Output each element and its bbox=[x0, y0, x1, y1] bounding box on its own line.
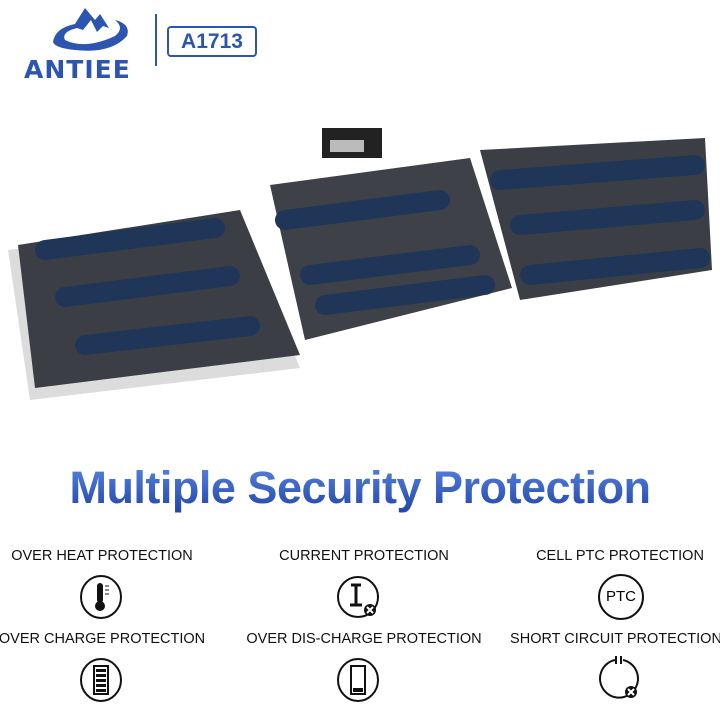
feature-label: OVER CHARGE PROTECTION bbox=[0, 631, 206, 647]
logo-divider bbox=[155, 14, 157, 66]
full-battery-icon bbox=[80, 658, 122, 702]
brand-name: ANTIEE bbox=[24, 55, 131, 84]
model-badge: A1713 bbox=[167, 26, 257, 57]
feature-label: CELL PTC PROTECTION bbox=[536, 548, 704, 564]
feature-label: CURRENT PROTECTION bbox=[279, 548, 449, 564]
feature-label: OVER HEAT PROTECTION bbox=[11, 548, 193, 564]
current-icon bbox=[337, 576, 379, 618]
battery-photo bbox=[8, 128, 712, 400]
low-battery-icon bbox=[337, 658, 379, 702]
feature-label: OVER DIS-CHARGE PROTECTION bbox=[246, 631, 482, 647]
headline: Multiple Security Protection bbox=[0, 462, 720, 514]
short-circuit-icon bbox=[599, 656, 639, 699]
feature-label: SHORT CIRCUIT PROTECTION bbox=[510, 631, 720, 647]
thermometer-icon bbox=[80, 575, 122, 619]
mountain-logo-icon bbox=[53, 8, 128, 51]
ptc-icon: PTC bbox=[598, 574, 644, 620]
